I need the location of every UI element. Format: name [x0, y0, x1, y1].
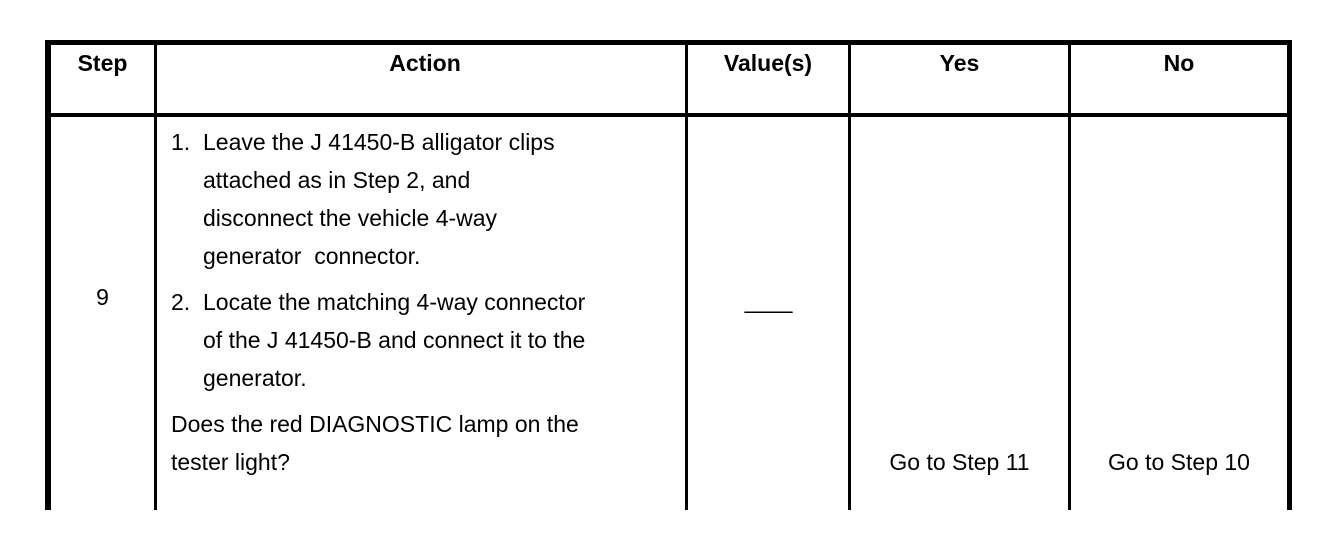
- header-cell-action: Action: [157, 45, 688, 113]
- action-item-2: 2. Locate the matching 4-way connector o…: [171, 283, 679, 397]
- question-text-line: Does the red DIAGNOSTIC lamp on the: [171, 411, 579, 437]
- header-label-no: No: [1163, 50, 1195, 76]
- table-body-row: 9 1. Leave the J 41450-B alligator clips…: [51, 117, 1287, 510]
- cell-no: Go to Step 10: [1071, 117, 1287, 510]
- header-label-yes: Yes: [939, 50, 980, 76]
- cell-values: —: [688, 117, 851, 510]
- header-label-step: Step: [77, 50, 128, 76]
- header-cell-step: Step: [51, 45, 157, 113]
- list-marker-1: 1.: [171, 129, 191, 155]
- diagnostic-procedure-table: Step Action Value(s) Yes No 9 1. Leave t…: [45, 40, 1292, 510]
- action-item-1-lines: Leave the J 41450-B alligator clips atta…: [203, 123, 555, 275]
- cell-step: 9: [51, 117, 157, 510]
- value-dash: —: [743, 297, 793, 323]
- yes-result-text: Go to Step 11: [889, 449, 1030, 475]
- action-text-line: attached as in Step 2, and: [203, 167, 471, 193]
- action-text-line: of the J 41450-B and connect it to the: [203, 327, 586, 353]
- header-label-action: Action: [389, 50, 461, 76]
- action-item-1: 1. Leave the J 41450-B alligator clips a…: [171, 123, 679, 275]
- no-result-text: Go to Step 10: [1108, 449, 1250, 475]
- cell-yes: Go to Step 11: [851, 117, 1071, 510]
- action-text-line: Leave the J 41450-B alligator clips: [203, 129, 555, 155]
- action-question: Does the red DIAGNOSTIC lamp on the test…: [171, 405, 679, 481]
- header-cell-yes: Yes: [851, 45, 1071, 113]
- value-dash-container: —: [688, 291, 848, 329]
- header-cell-no: No: [1071, 45, 1287, 113]
- table-header-row: Step Action Value(s) Yes No: [51, 45, 1287, 117]
- cell-action: 1. Leave the J 41450-B alligator clips a…: [157, 117, 688, 510]
- list-marker-2: 2.: [171, 289, 191, 315]
- action-text-line: generator.: [203, 365, 307, 391]
- action-text-line: generator connector.: [203, 243, 421, 269]
- question-text-line: tester light?: [171, 449, 290, 475]
- step-number: 9: [96, 284, 109, 310]
- header-label-values: Value(s): [723, 50, 813, 76]
- action-text-line: disconnect the vehicle 4-way: [203, 205, 498, 231]
- action-item-2-lines: Locate the matching 4-way connector of t…: [203, 283, 585, 397]
- header-cell-values: Value(s): [688, 45, 851, 113]
- action-text-line: Locate the matching 4-way connector: [203, 289, 586, 315]
